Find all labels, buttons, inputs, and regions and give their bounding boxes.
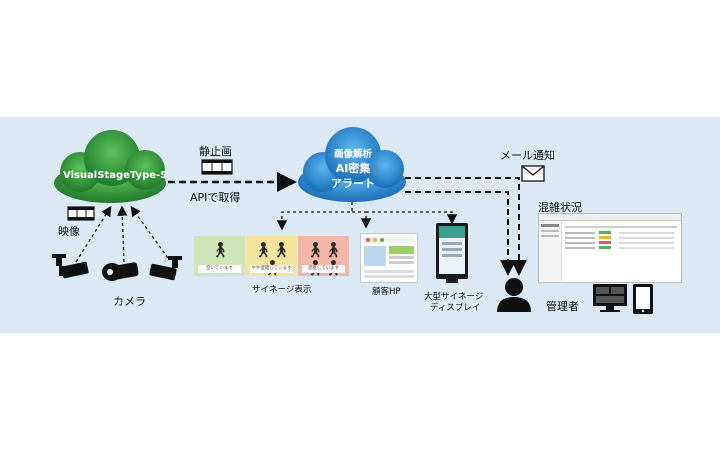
arrow-to-large-signage — [366, 211, 458, 225]
label-large-signage-2: ディスプレイ — [430, 303, 481, 313]
label-admin: 管理者 — [546, 300, 579, 313]
label-camera: カメラ — [113, 295, 146, 308]
cloud-visualstage-label: VisualStageType-S — [63, 170, 168, 181]
arrow-to-hp — [352, 211, 372, 229]
arrow-camera-1 — [75, 205, 112, 263]
monitor-icon — [593, 284, 627, 312]
cloud-ai-analysis-icon — [298, 127, 406, 202]
arrow-to-admin-2 — [405, 191, 516, 276]
label-still-image: 静止画 — [199, 145, 232, 158]
label-video: 映像 — [58, 225, 80, 238]
admin-person-icon — [497, 278, 531, 312]
signage-caption: やや混雑しています — [250, 265, 293, 273]
arrow-to-admin-1 — [405, 177, 527, 276]
label-customer-hp: 顧客HP — [372, 287, 401, 297]
large-signage-display-icon — [436, 223, 468, 283]
film-video-icon — [67, 206, 95, 221]
signage-panel-crowded: 🚶︎🚶︎🚶︎🚶︎ 混雑しています — [298, 236, 349, 277]
camera-2-icon — [102, 262, 139, 281]
label-signage-display: サイネージ表示 — [252, 285, 312, 295]
label-congestion: 混雑状況 — [538, 201, 582, 214]
camera-1-icon — [52, 254, 89, 279]
camera-3-icon — [149, 256, 182, 281]
arrow-camera-2 — [117, 205, 128, 263]
tablet-icon — [633, 284, 653, 314]
label-large-signage-1: 大型サイネージ — [424, 292, 484, 302]
cloud-ai-line2: AI密集 — [335, 162, 371, 175]
mail-icon — [521, 165, 545, 182]
customer-hp-screenshot — [360, 233, 418, 283]
signage-panel-empty: 🚶︎ 空いています — [194, 236, 245, 276]
cloud-visualstage-icon — [54, 130, 166, 203]
people-icons: 🚶︎ — [210, 241, 229, 259]
congestion-dashboard-screenshot — [538, 213, 682, 283]
film-still-image-icon — [201, 159, 233, 175]
signage-caption: 混雑しています — [302, 265, 345, 273]
signage-panel-somewhat: 🚶︎🚶︎🚶︎ やや混雑しています — [246, 236, 297, 277]
label-mail-notice: メール通知 — [500, 149, 555, 162]
arrow-to-signage — [276, 202, 353, 231]
cloud-ai-line3: アラート — [331, 177, 375, 190]
label-api-fetch: APIで取得 — [190, 191, 241, 204]
cloud-ai-line1: 画像解析 — [333, 149, 372, 160]
arrow-camera-3 — [130, 205, 169, 259]
signage-caption: 空いています — [198, 265, 241, 273]
